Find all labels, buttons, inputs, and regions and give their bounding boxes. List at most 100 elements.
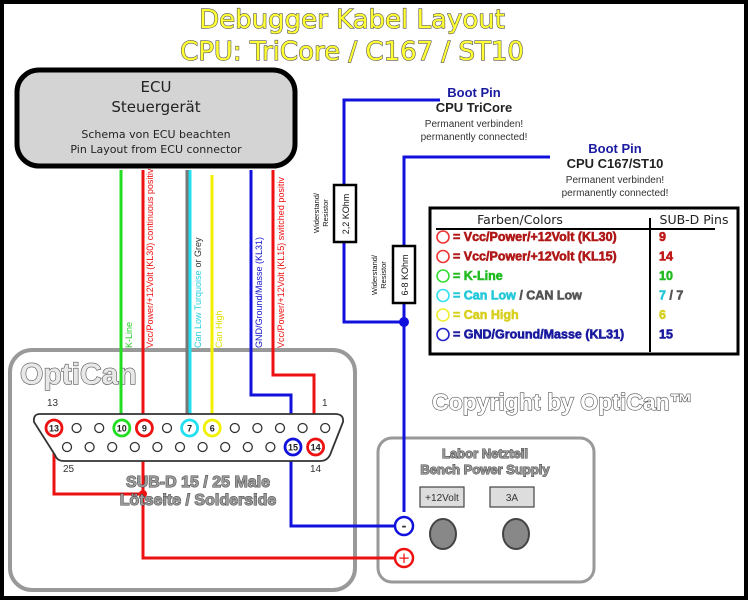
subd-pin-15-marked <box>283 437 303 457</box>
power-supply-title-1: Labor Netzteil <box>442 446 528 461</box>
boot-pin-title-tricore: Boot Pin <box>447 85 500 100</box>
pin-number-14: 14 <box>310 464 322 475</box>
voltage-value: +12Volt <box>425 493 459 504</box>
legend-color-circle <box>436 230 450 244</box>
boot-pin-note-c167-1: Permanent verbinden! <box>566 175 664 186</box>
subd-pin-14-marked <box>306 437 326 457</box>
subd-pin-23 <box>107 441 118 453</box>
legend-color-circle <box>436 249 450 264</box>
legend-row-pins-main: 9 <box>659 230 666 244</box>
plus-terminal-label: + <box>398 549 411 567</box>
legend-row-label-main: = Vcc/Power/+12Volt (KL15) <box>453 250 617 264</box>
legend-row-pins-extra: / 7 <box>666 289 683 303</box>
subd-pin-18 <box>220 441 231 453</box>
connector-title: SUB-D 15 / 25 Male <box>126 474 270 491</box>
copyright: Copyright by OptiCan™ <box>432 389 693 415</box>
boot-pin-note-tricore-2: permanently connected! <box>421 132 528 143</box>
subd-pin-number: 13 <box>49 424 59 434</box>
power-supply-box <box>376 436 596 584</box>
legend-row-pins: 6 <box>659 308 666 322</box>
subd-pin-22 <box>129 441 140 453</box>
resistor-2-2k <box>332 183 358 244</box>
diagram-canvas: Debugger Kabel Layout CPU: TriCore / C16… <box>4 4 744 596</box>
resistor-label-1a: Widerstand/ <box>312 192 321 233</box>
voltage-display <box>419 486 465 508</box>
resistor-label-2a: Widerstand/ <box>370 254 379 295</box>
legend-row-pins: 7 / 7 <box>659 289 683 303</box>
subd-pin-17 <box>242 441 253 453</box>
subd-pin-21 <box>152 441 163 453</box>
subd-pin-number: 7 <box>187 424 192 434</box>
connector-subtitle: Lötseite / Solderside <box>120 492 277 509</box>
legend-row-pins: 15 <box>659 328 673 342</box>
title-line-1: Debugger Kabel Layout <box>199 5 505 35</box>
subd-pin-number: 9 <box>142 424 147 434</box>
current-knob[interactable] <box>502 518 530 550</box>
wire-gnd <box>249 170 395 528</box>
subd-pin-5 <box>229 422 240 434</box>
legend-row-label-main: = Can High <box>453 308 519 322</box>
legend-row-label-main: = Vcc/Power/+12Volt (KL30) <box>453 230 617 244</box>
legend-color-circle <box>436 288 450 303</box>
subd-pin-4 <box>252 422 263 434</box>
legend-row-label-main: = Can Low <box>453 289 516 303</box>
minus-terminal[interactable] <box>393 515 415 537</box>
subd-pin-24 <box>84 441 95 453</box>
current-value: 3A <box>506 493 519 504</box>
boot-pin-cpu-c167: CPU C167/ST10 <box>567 156 664 171</box>
ecu-box <box>14 67 298 169</box>
boot-pin-cpu-tricore: CPU TriCore <box>436 100 513 115</box>
legend-row-pins-main: 6 <box>659 308 666 322</box>
subd-pin-1 <box>320 422 331 434</box>
subd-pin-10-marked <box>112 418 132 438</box>
subd-pin-25 <box>61 441 73 453</box>
opticam-box <box>8 348 357 592</box>
resistor-6-8k-value: 6-8 KOhm <box>400 254 410 295</box>
legend-color-circle <box>436 269 450 283</box>
ecu-title: ECU <box>141 78 172 96</box>
legend-row-label-main: = GND/Ground/Masse (KL31) <box>453 328 624 342</box>
legend-box <box>428 206 740 356</box>
legend-row-label: = Can High <box>453 308 519 322</box>
legend-row-pins-main: 15 <box>659 328 673 342</box>
wire-kl30 <box>141 170 395 560</box>
wire-label-kl30: Vcc/Power/+12Volt (KL30) continuous posi… <box>145 168 155 348</box>
subd-pin-19 <box>197 441 208 453</box>
legend-color-circle <box>436 327 450 342</box>
legend-row-pins: 9 <box>659 230 666 244</box>
legend-row-label: = Vcc/Power/+12Volt (KL15) <box>453 250 617 264</box>
legend-row-label: = GND/Ground/Masse (KL31) <box>453 328 624 342</box>
legend-row-label: = K-Line <box>453 269 503 283</box>
pin-number-25: 25 <box>63 464 75 475</box>
legend-header-colors: Farben/Colors <box>477 212 563 227</box>
wire-label-kl15: Vcc/Power/+12Volt (KL15) switched positi… <box>276 177 286 348</box>
boot-pin-note-c167-2: permanently connected! <box>562 188 669 199</box>
voltage-knob[interactable] <box>429 518 457 550</box>
legend-row-pins: 10 <box>659 269 673 283</box>
wire-kl15 <box>271 170 316 440</box>
boot-pin-title-c167: Boot Pin <box>588 141 641 156</box>
junction-kl30 <box>139 490 147 498</box>
legend-row-pins: 14 <box>659 250 673 264</box>
subd-pin-number: 14 <box>311 443 321 453</box>
subd-pin-number: 15 <box>288 443 298 453</box>
subd-pin-number: 6 <box>210 424 215 434</box>
subd-pin-8 <box>161 422 173 434</box>
legend-row-pins-main: 14 <box>659 250 673 264</box>
legend-row-pins-main: 7 <box>659 289 666 303</box>
pin-number-1: 1 <box>322 398 328 409</box>
subd-pin-6-marked <box>202 418 222 438</box>
subd-pin-13-marked <box>44 418 64 438</box>
wire-label-gnd: GND/Ground/Masse (KL31) <box>254 237 264 348</box>
power-supply-title-2: Bench Power Supply <box>420 462 550 477</box>
legend-row-label: = Vcc/Power/+12Volt (KL30) <box>453 230 617 244</box>
minus-terminal-label: - <box>402 519 407 533</box>
plus-terminal[interactable] <box>393 547 415 569</box>
legend-row-label-main: = K-Line <box>453 269 503 283</box>
subd-pin-7-marked <box>180 418 200 438</box>
subd-pin-12 <box>71 422 82 434</box>
legend: Farben/Colors SUB-D Pins = Vcc/Power/+12… <box>428 206 740 356</box>
legend-header-pins: SUB-D Pins <box>660 212 729 227</box>
subd-pin-number: 10 <box>117 424 127 434</box>
